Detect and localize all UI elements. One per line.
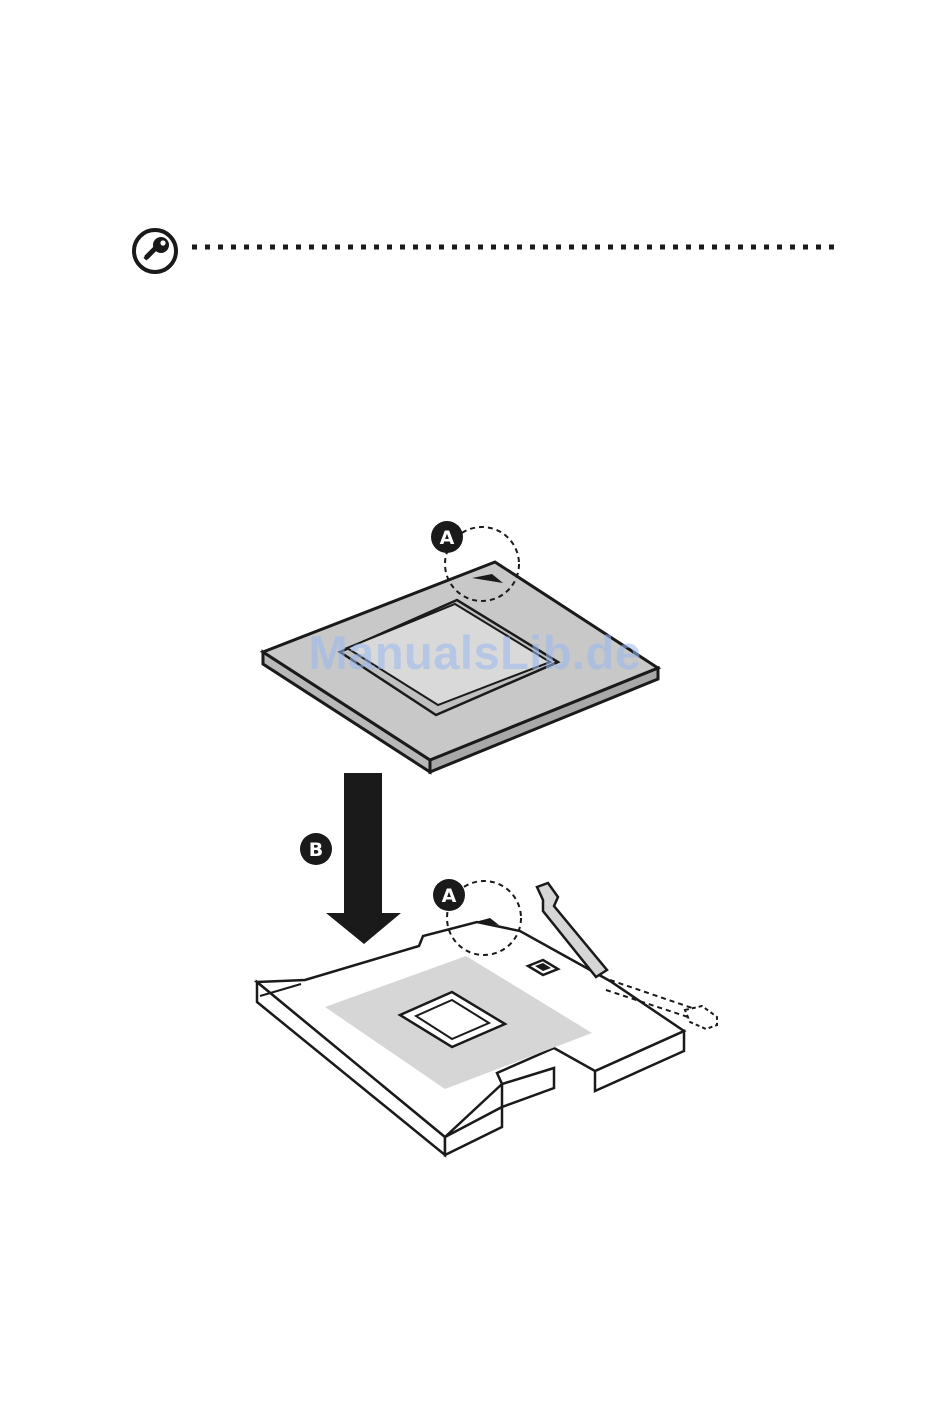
key-icon [134,230,176,272]
callout-a-label: A [442,885,457,907]
cpu-socket [257,883,717,1155]
processor-installation-diagram: A B [240,505,730,1165]
callout-b: B [300,833,332,865]
callout-a-label: A [440,527,455,549]
note-divider [130,226,850,276]
insertion-arrow [326,773,401,944]
callout-b-label: B [309,839,323,861]
